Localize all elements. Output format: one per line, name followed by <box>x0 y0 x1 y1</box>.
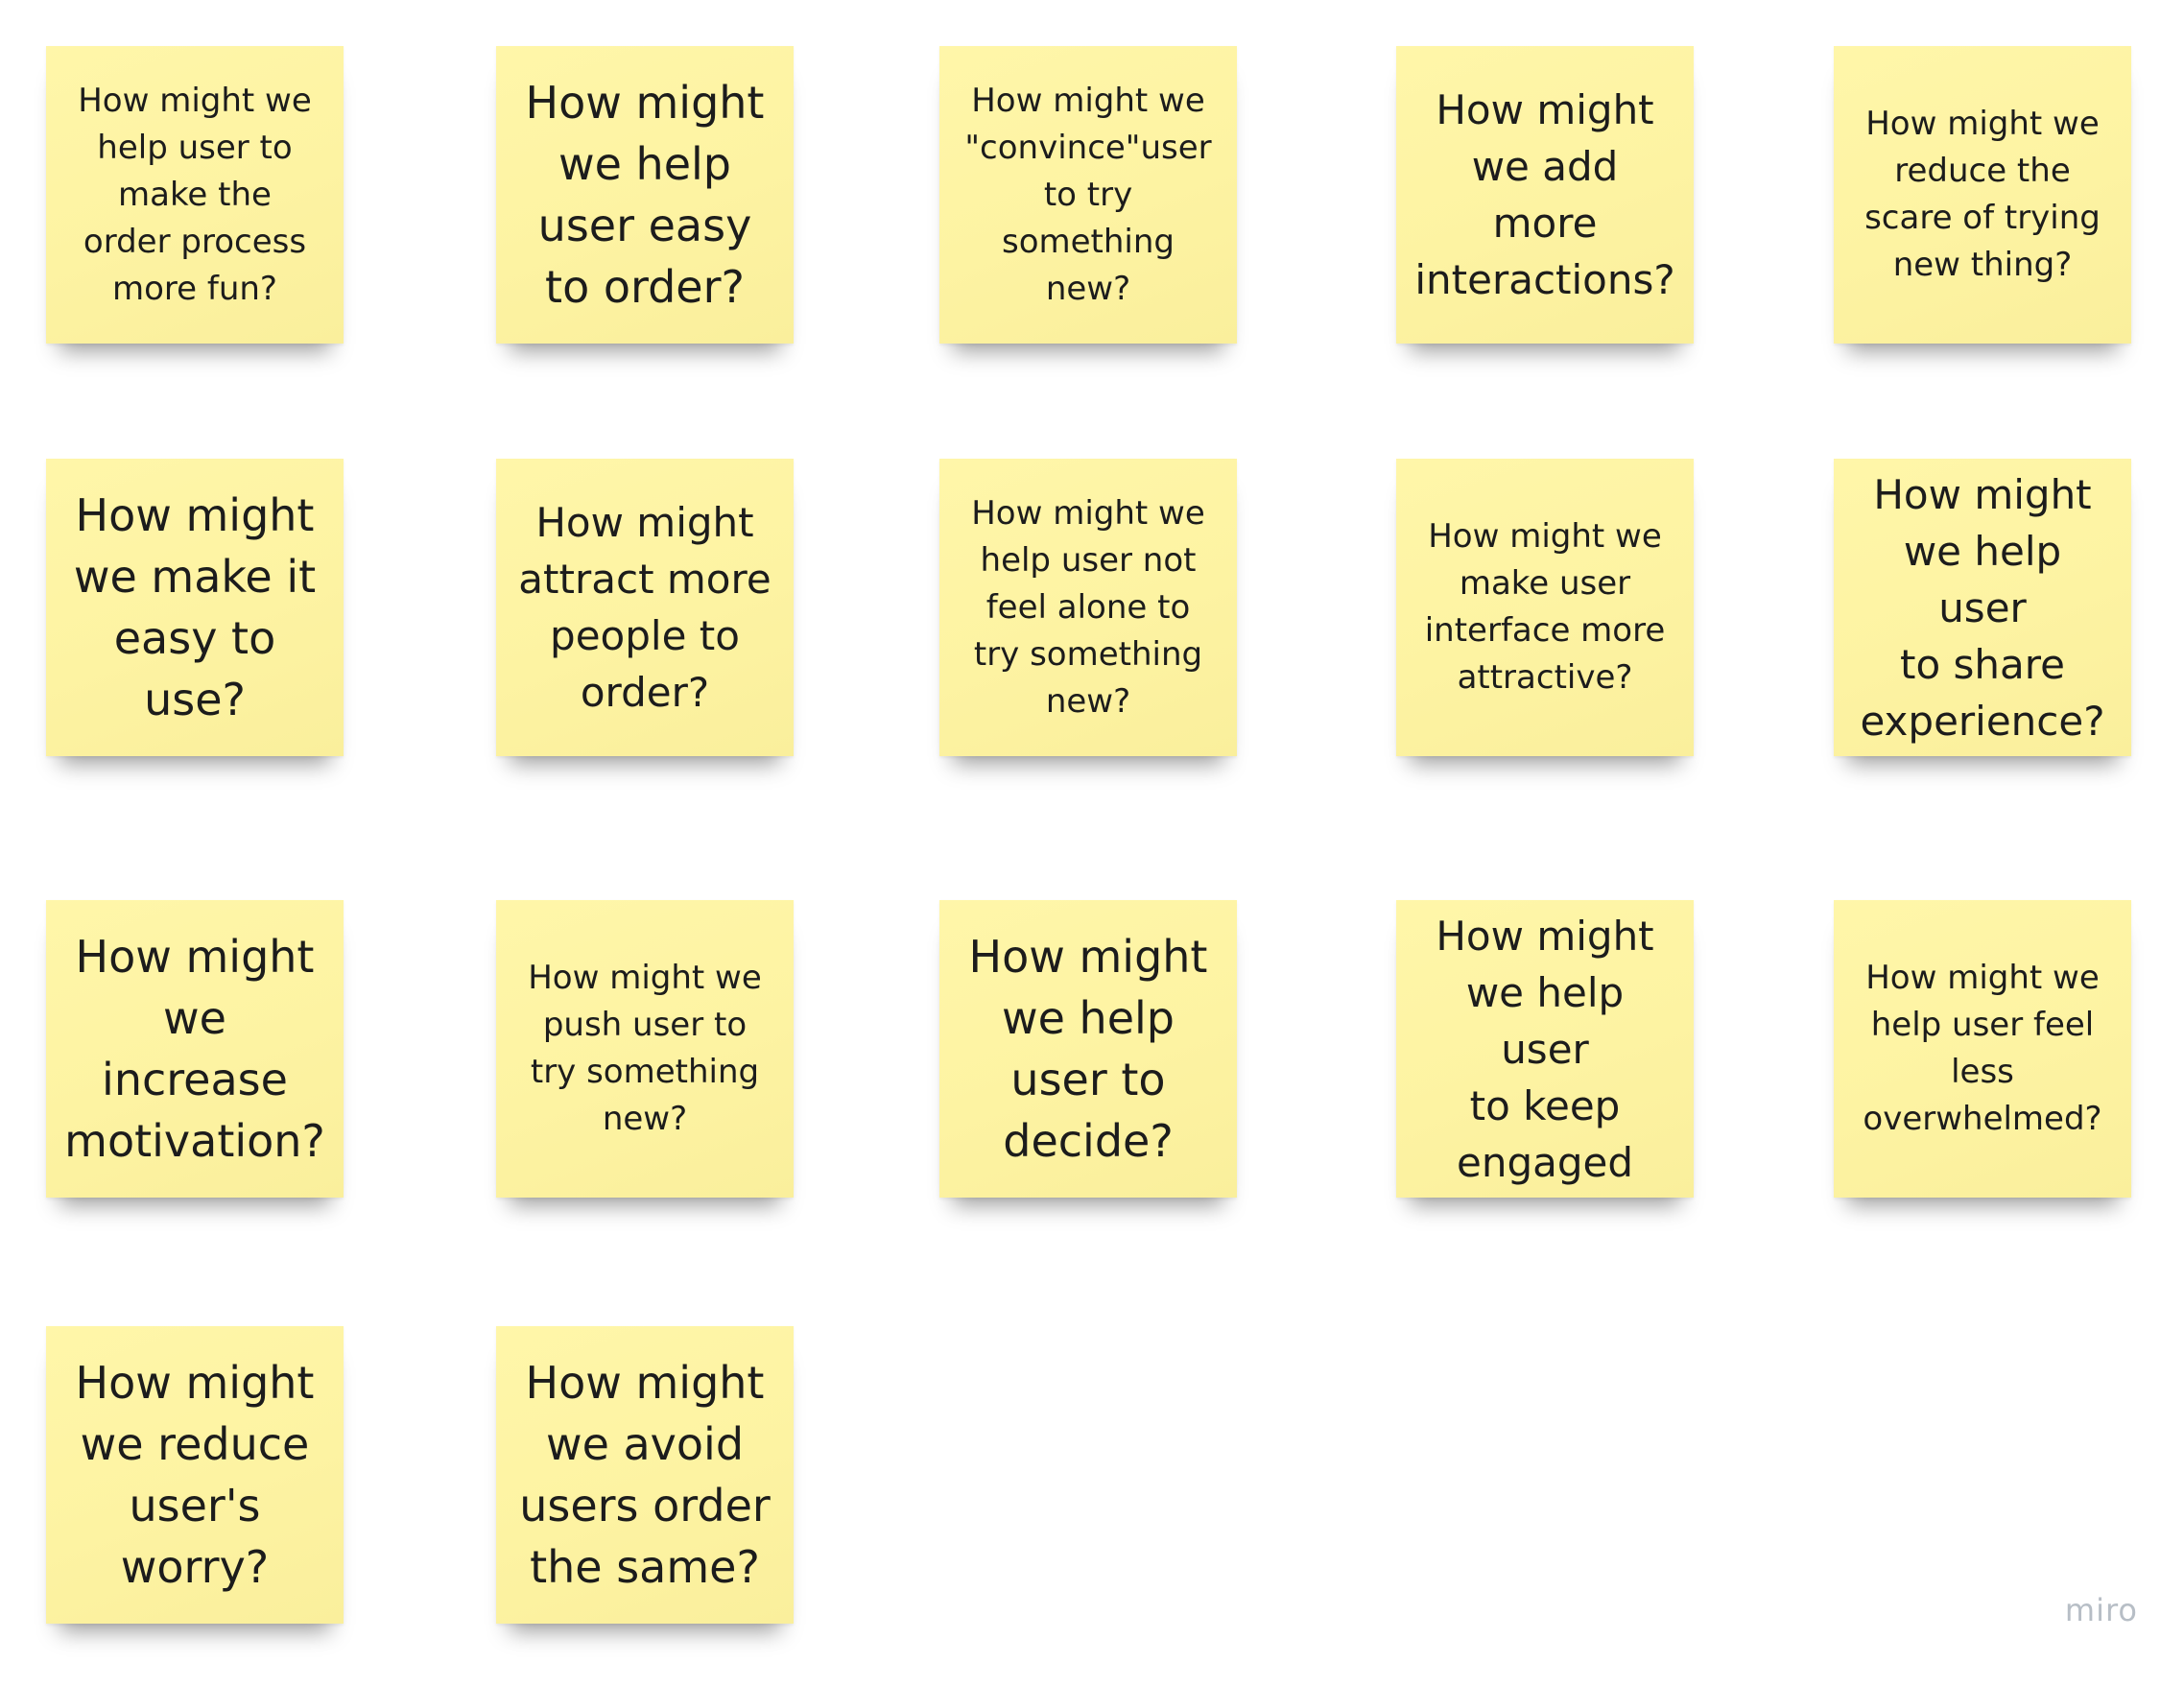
sticky-note-text: How might we reduce the scare of trying … <box>1864 105 2101 284</box>
sticky-note[interactable]: How might we avoid users order the same? <box>496 1326 794 1624</box>
sticky-note[interactable]: How might we reduce user's worry? <box>46 1326 344 1624</box>
sticky-note[interactable]: How might we help user not feel alone to… <box>939 459 1237 756</box>
sticky-note-text: How might we help user easy to order? <box>525 77 765 313</box>
sticky-note-text: How might we add more interactions? <box>1414 86 1675 303</box>
sticky-note[interactable]: How might we make user interface more at… <box>1396 459 1694 756</box>
sticky-note-text: How might we push user to try something … <box>528 959 762 1138</box>
sticky-note-text: How might we help user not feel alone to… <box>971 493 1205 721</box>
sticky-note-text: How might attract more people to order? <box>518 499 772 716</box>
sticky-note[interactable]: How might we help user to keep engaged <box>1396 900 1694 1198</box>
sticky-note[interactable]: How might we help user to decide? <box>939 900 1237 1198</box>
sticky-note-text: How might we reduce user's worry? <box>75 1357 315 1593</box>
sticky-note[interactable]: How might we help user to make the order… <box>46 46 344 344</box>
sticky-note-text: How might we help user to decide? <box>968 931 1208 1167</box>
miro-watermark-logo: miro <box>2064 1592 2138 1628</box>
sticky-note-text: How might we "convince"user to try somet… <box>964 81 1212 308</box>
sticky-note-text: How might we avoid users order the same? <box>519 1357 771 1593</box>
sticky-note[interactable]: How might we help user feel less overwhe… <box>1834 900 2131 1198</box>
sticky-note[interactable]: How might we add more interactions? <box>1396 46 1694 344</box>
sticky-note-text: How might we help user to make the order… <box>78 81 312 308</box>
sticky-note[interactable]: How might we help user to share experien… <box>1834 459 2131 756</box>
sticky-note-text: How might we make user interface more at… <box>1424 517 1666 697</box>
sticky-note[interactable]: How might we make it easy to use? <box>46 459 344 756</box>
sticky-note[interactable]: How might we "convince"user to try somet… <box>939 46 1237 344</box>
sticky-note[interactable]: How might we increase motivation? <box>46 900 344 1198</box>
sticky-note[interactable]: How might we reduce the scare of trying … <box>1834 46 2131 344</box>
sticky-note-text: How might we help user to share experien… <box>1860 470 2105 745</box>
sticky-note-text: How might we help user feel less overwhe… <box>1863 959 2102 1138</box>
sticky-note[interactable]: How might we push user to try something … <box>496 900 794 1198</box>
sticky-note-text: How might we help user to keep engaged <box>1436 912 1654 1186</box>
sticky-note[interactable]: How might attract more people to order? <box>496 459 794 756</box>
sticky-note-text: How might we make it easy to use? <box>73 489 317 725</box>
sticky-note[interactable]: How might we help user easy to order? <box>496 46 794 344</box>
sticky-note-text: How might we increase motivation? <box>64 931 325 1167</box>
